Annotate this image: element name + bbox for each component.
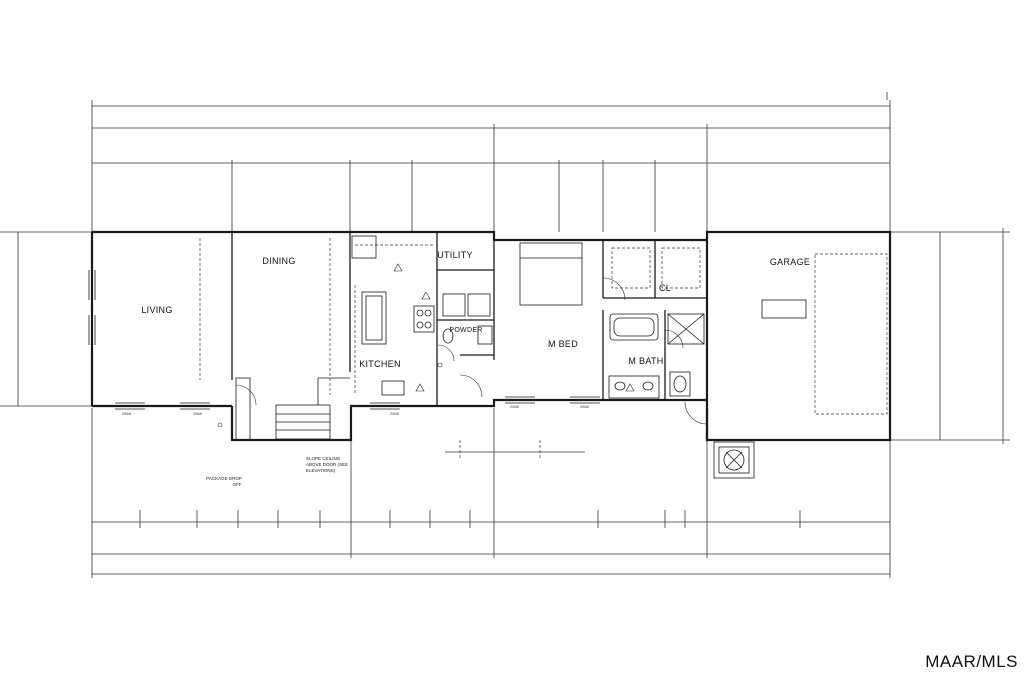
- room-label-kitchen: KITCHEN: [359, 359, 401, 369]
- room-label-m-bath: M BATH: [628, 356, 663, 366]
- marker-symbols: [217, 263, 635, 428]
- dashed-features: [199, 238, 888, 460]
- room-label-garage: GARAGE: [770, 257, 810, 267]
- window-code-4: 2868: [510, 404, 520, 409]
- note-package-drop-line1: PACKAGE DROP: [206, 476, 242, 481]
- room-label-powder: POWDER: [449, 327, 482, 334]
- note-slope-line2: ABOVE DOOR (SEE: [306, 462, 348, 467]
- side-dimension-lines: [0, 228, 1010, 444]
- windows: [88, 270, 600, 410]
- bottom-dimension-lines: [91, 408, 891, 578]
- window-code-3: 2868: [390, 411, 400, 416]
- top-dimension-lines: [91, 92, 891, 232]
- room-label-cl: CL: [659, 283, 671, 293]
- window-code-2: 2868: [193, 411, 203, 416]
- room-label-m-bed: M BED: [548, 339, 578, 349]
- room-label-dining: DINING: [262, 256, 295, 266]
- note-slope-line1: SLOPE CEILING: [306, 456, 341, 461]
- window-code-5: 2868: [580, 404, 590, 409]
- room-label-living: LIVING: [141, 305, 172, 315]
- note-package-drop-line2: OFF: [233, 482, 242, 487]
- interior-walls: [231, 232, 707, 405]
- watermark: MAAR/MLS: [925, 652, 1018, 671]
- room-label-utility: UTILITY: [437, 250, 473, 260]
- note-slope-line3: ELEVATIONS): [306, 468, 336, 473]
- window-code-1: 2868: [122, 411, 132, 416]
- door-swings: [235, 277, 708, 425]
- fixtures: [235, 235, 807, 479]
